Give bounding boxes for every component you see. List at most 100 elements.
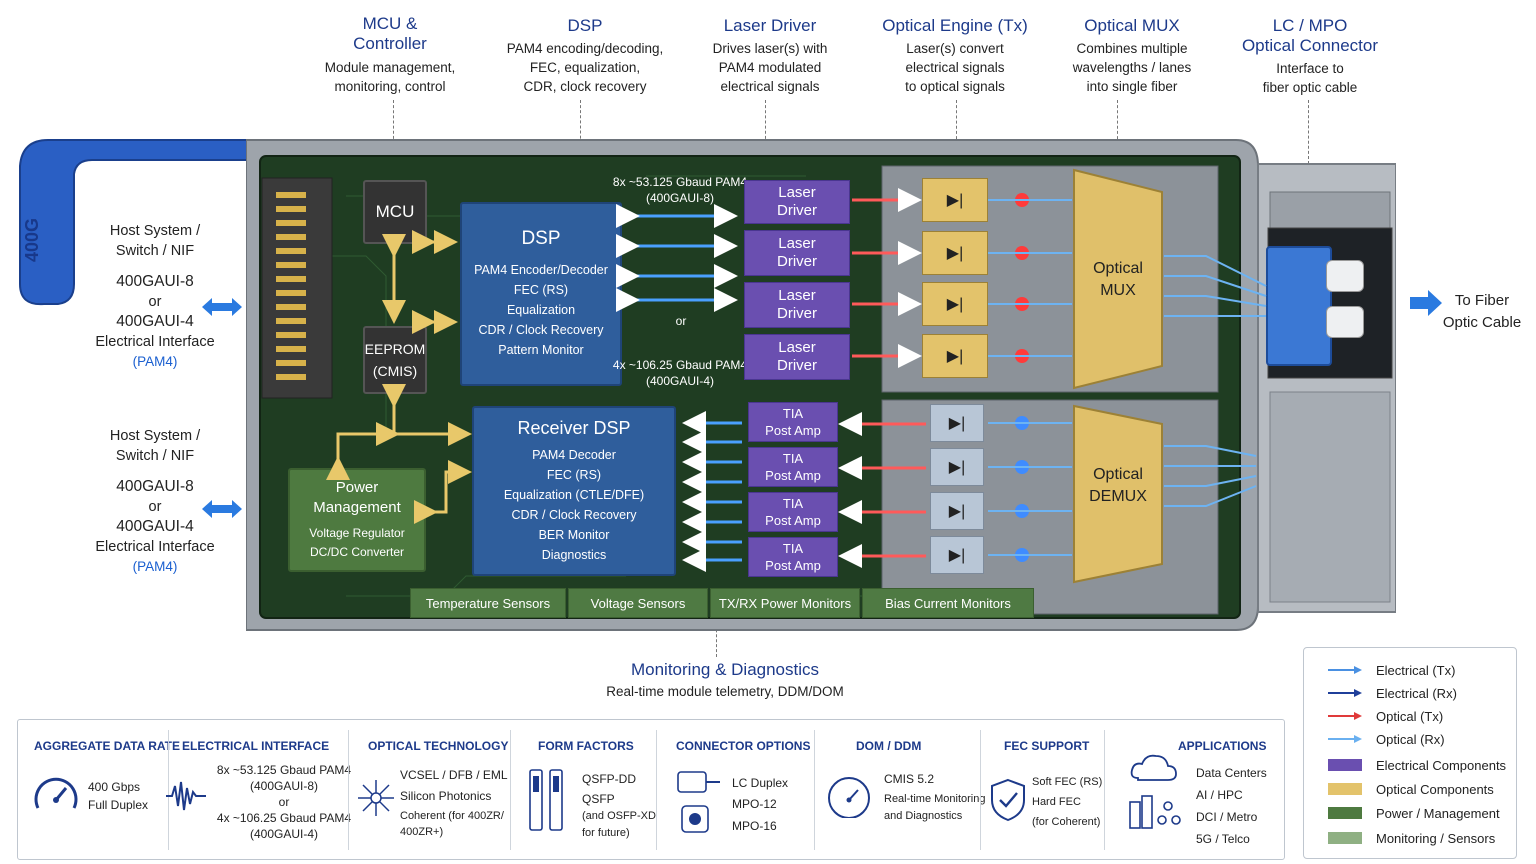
legend-arrow-electrical-rx [1328,689,1362,697]
cloud-datacenter-icon [1129,754,1181,829]
legend-swatch-optical [1328,783,1362,795]
host-rx-iface: Electrical Interface [95,539,215,555]
mux-leader [1117,100,1118,170]
legend-label: Power / Management [1376,806,1500,821]
laser-driver-3: Laser Driver [744,282,850,328]
legend-arrow-optical-tx [1328,712,1362,720]
photodiode-4: ▶| [930,536,984,574]
optical-mux-shape [1073,168,1163,390]
waveform-icon [166,781,206,811]
monitoring-callout-title: Monitoring & Diagnostics [630,660,820,679]
spec-fec-l3: (for Coherent) [1032,816,1101,828]
spec-dom-l1: CMIS 5.2 [884,772,935,786]
spec-fec-heading: FEC SUPPORT [1004,739,1090,753]
host-rx-arrow [202,500,242,518]
spec-elec-line: or [278,795,290,809]
spec-dom-heading: DOM / DDM [856,739,922,753]
spec-elec-line: (400GAUI-4) [249,827,319,841]
diode-icon: ▶| [946,348,964,365]
tx-dsp-line: Equalization [506,303,576,317]
legend-swatch-electrical [1328,759,1362,771]
optical-demux-label: Optical DEMUX [1089,466,1147,505]
connector-callout-desc: Interface to fiber optic cable [1262,61,1358,95]
host-rx-pam4: (PAM4) [132,559,178,574]
tx-dsp-line: CDR / Clock Recovery [478,323,604,337]
spec-apps-line: AI / HPC [1196,788,1243,802]
lane-annotation-8x: 8x ~53.125 Gbaud PAM4 (400GAUI-8) [612,175,748,205]
host-tx-gaui4: 400GAUI-4 [116,313,194,330]
spec-apps-line: 5G / Telco [1196,832,1250,846]
host-tx-or: or [148,294,162,310]
tx-dsp-line: FEC (RS) [513,283,569,297]
connector-callout: LC / MPO Optical Connector Interface to … [1225,16,1395,97]
engine-callout-title: Optical Engine (Tx) [882,16,1028,35]
diode-icon: ▶| [948,547,966,564]
to-fiber-arrow [1410,290,1442,316]
spec-optical-l1: VCSEL / DFB / EML [400,768,508,782]
rx-dsp-line: Diagnostics [541,547,607,562]
lane-annotation-4x: 4x ~106.25 Gbaud PAM4 (400GAUI-4) [612,358,748,388]
handle-label: 400G [22,217,42,263]
legend-label: Optical Components [1376,782,1494,797]
mcu-callout-desc: Module management, monitoring, control [324,60,456,94]
sensor-power-monitors: TX/RX Power Monitors [710,588,860,618]
mcu-callout-title: MCU & Controller [353,14,427,53]
mcu-chip: MCU [363,180,427,244]
laser-callout: Laser Driver Drives laser(s) with PAM4 m… [690,16,850,96]
mcu-callout: MCU & Controller Module management, moni… [310,14,470,96]
mux-callout-title: Optical MUX [1084,16,1180,35]
spec-conn-l3: MPO-16 [732,819,777,833]
transceiver-icon [529,769,563,831]
legend-label: Electrical (Tx) [1376,663,1456,678]
dsp-callout: DSP PAM4 encoding/decoding, FEC, equaliz… [490,16,680,96]
laser-callout-title: Laser Driver [723,16,817,35]
host-rx-system: Host System / Switch / NIF [109,428,201,464]
signal-arrows [326,188,1267,572]
spec-rate-heading: AGGREGATE DATA RATE [34,739,180,753]
lc-connector[interactable] [1266,246,1332,366]
power-management-block: Power Management Voltage Regulator DC/DC… [288,468,426,572]
power-sub1: Voltage Regulator [309,526,405,540]
spec-apps-heading: APPLICATIONS [1178,739,1267,753]
monitoring-callout-desc: Real-time module telemetry, DDM/DOM [606,684,844,699]
tx-dsp-block: DSP PAM4 Encoder/Decoder FEC (RS) Equali… [460,202,622,386]
dsp-callout-desc: PAM4 encoding/decoding, FEC, equalizatio… [506,41,664,94]
spec-elec-lines: 8x ~53.125 Gbaud PAM4 (400GAUI-8) or 4x … [204,762,364,842]
spec-dom-l3: and Diagnostics [884,810,963,822]
spec-divider [980,730,981,850]
legend-label: Electrical (Rx) [1376,686,1457,701]
spec-divider [1104,730,1105,850]
spec-form-l4: for future) [582,827,630,839]
connector-leader [1308,100,1309,220]
spec-elec-heading: ELECTRICAL INTERFACE [182,739,330,753]
tia-1: TIA Post Amp [748,402,838,442]
legend-swatch-monitoring [1328,832,1362,844]
legend-arrow-optical-rx [1328,735,1362,743]
optical-mux-label: Optical MUX [1093,260,1143,299]
tx-dsp-line: PAM4 Encoder/Decoder [474,263,608,277]
engine-callout-desc: Laser(s) convert electrical signals to o… [905,41,1005,94]
mux-callout: Optical MUX Combines multiple wavelength… [1052,16,1212,96]
laser-diode-2: ▶| [922,231,988,275]
host-rx-gaui8: 400GAUI-8 [116,478,194,495]
host-rx-label: Host System / Switch / NIF 400GAUI-8 or … [85,426,225,577]
tia-2: TIA Post Amp [748,447,838,487]
lc-ferrule-2 [1326,306,1364,338]
tia-4: TIA Post Amp [748,537,838,577]
laser-driver-4: Laser Driver [744,334,850,380]
connector-icon [677,771,720,833]
spec-apps-line: Data Centers [1196,766,1267,780]
spec-apps-line: DCI / Metro [1196,810,1258,824]
rx-dsp-line: BER Monitor [538,527,610,542]
connector-callout-title: LC / MPO Optical Connector [1241,16,1379,55]
legend-arrow-electrical-tx [1328,666,1362,674]
shield-check-icon [991,778,1025,822]
starburst-icon [358,780,394,816]
legend-swatch-power [1328,807,1362,819]
pull-tab[interactable] [8,134,258,314]
optical-demux-shape [1073,404,1163,584]
diode-icon: ▶| [946,192,964,209]
spec-optical-heading: OPTICAL TECHNOLOGY [368,739,509,753]
spec-divider [510,730,511,850]
monitoring-callout: Monitoring & Diagnostics Real-time modul… [560,660,890,701]
